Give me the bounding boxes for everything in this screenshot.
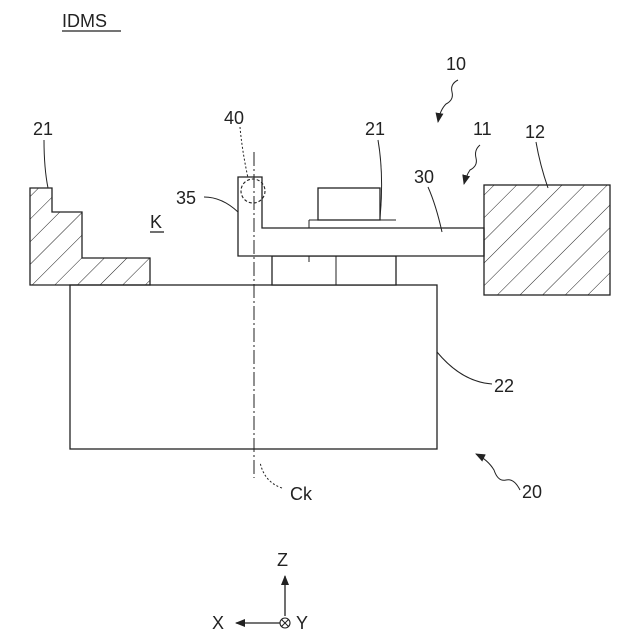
- label-10: 10: [446, 54, 466, 74]
- axis-x-label: X: [212, 613, 224, 633]
- label-21-left: 21: [33, 119, 53, 139]
- right-stage-21-upper: [318, 188, 380, 220]
- axis-y-label: Y: [296, 613, 308, 633]
- label-40: 40: [224, 108, 244, 128]
- left-stepped-stage-21: [30, 188, 150, 285]
- leader-40: [240, 127, 248, 178]
- axis-z-label: Z: [277, 550, 288, 570]
- leader-ck: [260, 462, 282, 488]
- label-12: 12: [525, 122, 545, 142]
- leader-30: [428, 187, 442, 232]
- label-20: 20: [522, 482, 542, 502]
- label-22: 22: [494, 376, 514, 396]
- axis-y-into-page-icon: [280, 618, 290, 628]
- arrow-11: [464, 145, 480, 184]
- label-ck: Ck: [290, 484, 313, 504]
- leader-21-left: [44, 140, 48, 188]
- figure-title: IDMS: [62, 11, 107, 31]
- block-12: [484, 185, 610, 295]
- right-stage-21-lower: [272, 256, 396, 285]
- label-35: 35: [176, 188, 196, 208]
- label-k: K: [150, 212, 162, 232]
- label-21-right: 21: [365, 119, 385, 139]
- leader-12: [536, 142, 548, 188]
- arrow-10: [438, 80, 458, 122]
- label-11: 11: [473, 119, 492, 139]
- leader-22: [437, 352, 492, 384]
- arrow-20: [476, 454, 520, 490]
- leader-35: [204, 197, 238, 212]
- label-30: 30: [414, 167, 434, 187]
